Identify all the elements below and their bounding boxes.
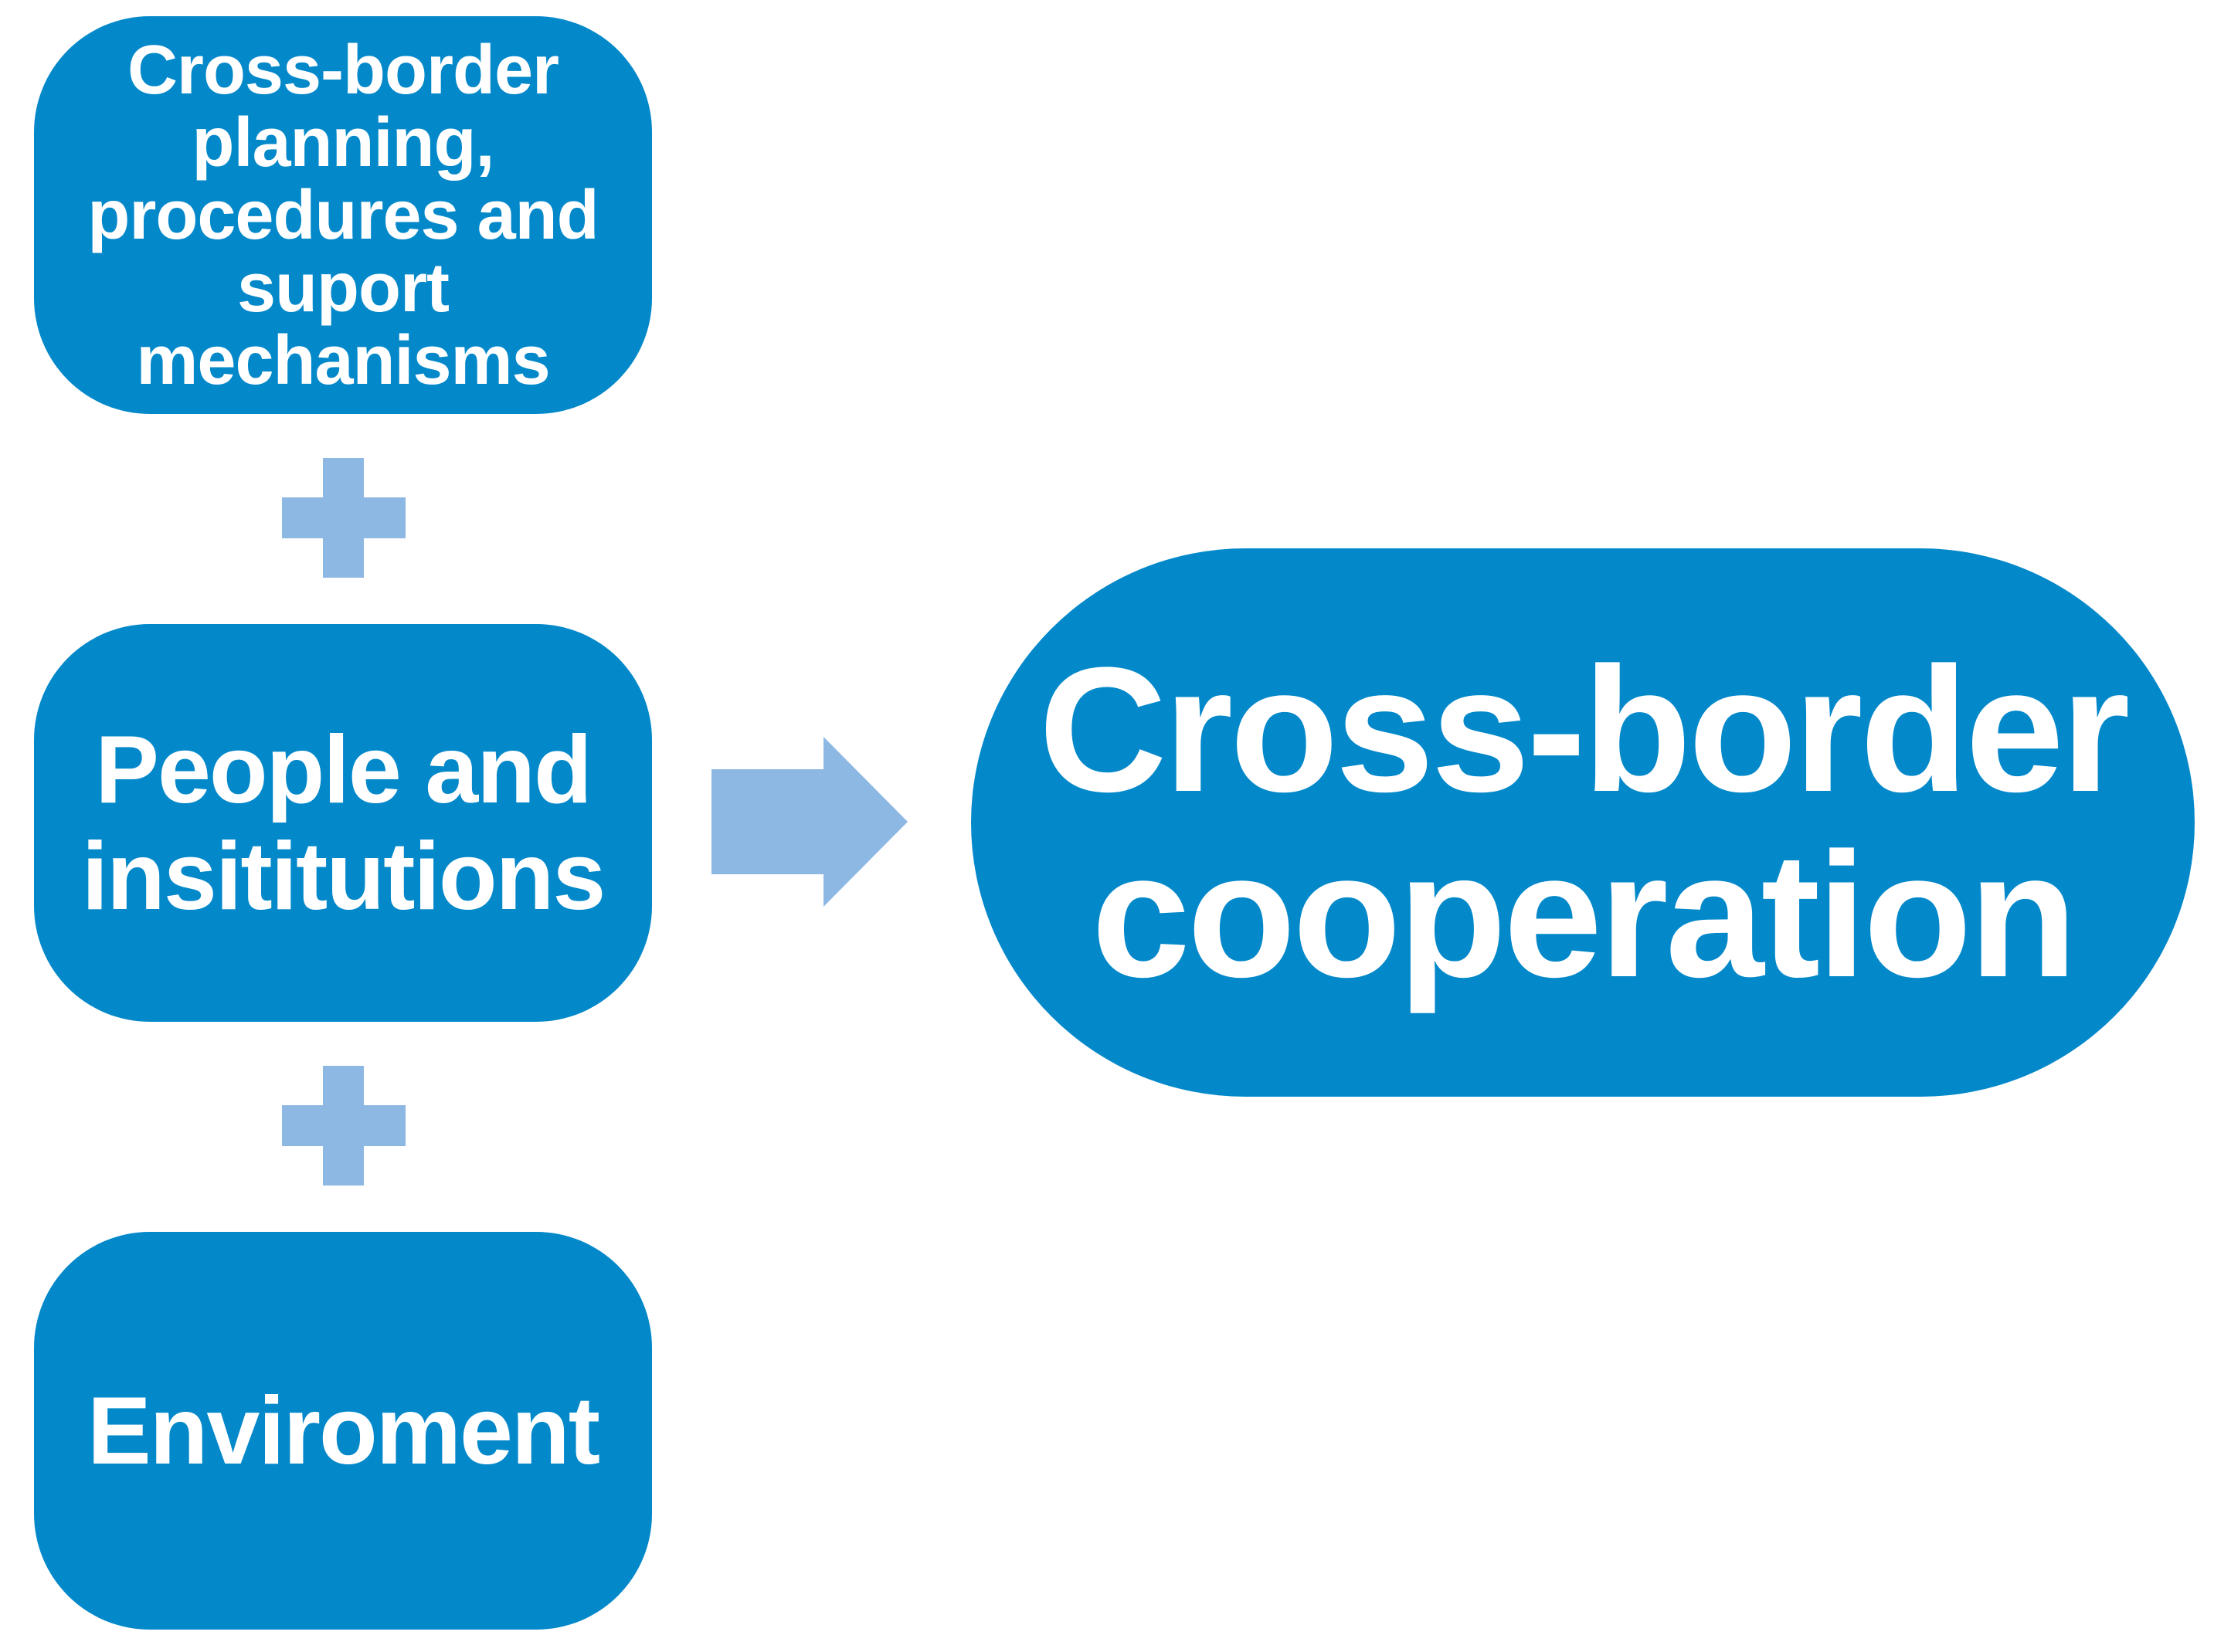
- result-label-line-1: Cross-border: [1038, 630, 2131, 829]
- people-institutions-box: People and insititutions: [34, 624, 652, 1022]
- people-institutions-label: People and insititutions: [81, 716, 606, 930]
- plus-icon: [282, 458, 406, 578]
- planning-label-line-1: Cross-border: [127, 31, 559, 109]
- plus-icon: [282, 1066, 406, 1186]
- environment-box: Enviroment: [34, 1232, 652, 1630]
- planning-label-line-5: mechanisms: [136, 321, 550, 399]
- planning-procedures-box: Cross-border planning, procedures and su…: [34, 16, 652, 414]
- people-label-line-2: insititutions: [81, 823, 606, 930]
- planning-label-line-2: planning,: [192, 103, 495, 181]
- environment-label: Enviroment: [87, 1377, 600, 1484]
- planning-label-line-4: suport: [237, 249, 450, 327]
- planning-label-line-3: procedures and: [87, 176, 599, 254]
- people-label-line-1: People and: [95, 716, 592, 823]
- arrow-right-icon: [711, 737, 908, 907]
- environment-label-line-1: Enviroment: [87, 1377, 600, 1484]
- cross-border-cooperation-box: Cross-border cooperation: [971, 548, 2195, 1097]
- planning-procedures-label: Cross-border planning, procedures and su…: [87, 31, 599, 399]
- result-label-line-2: cooperation: [1091, 816, 2077, 1014]
- cross-border-cooperation-label: Cross-border cooperation: [1038, 630, 2131, 1014]
